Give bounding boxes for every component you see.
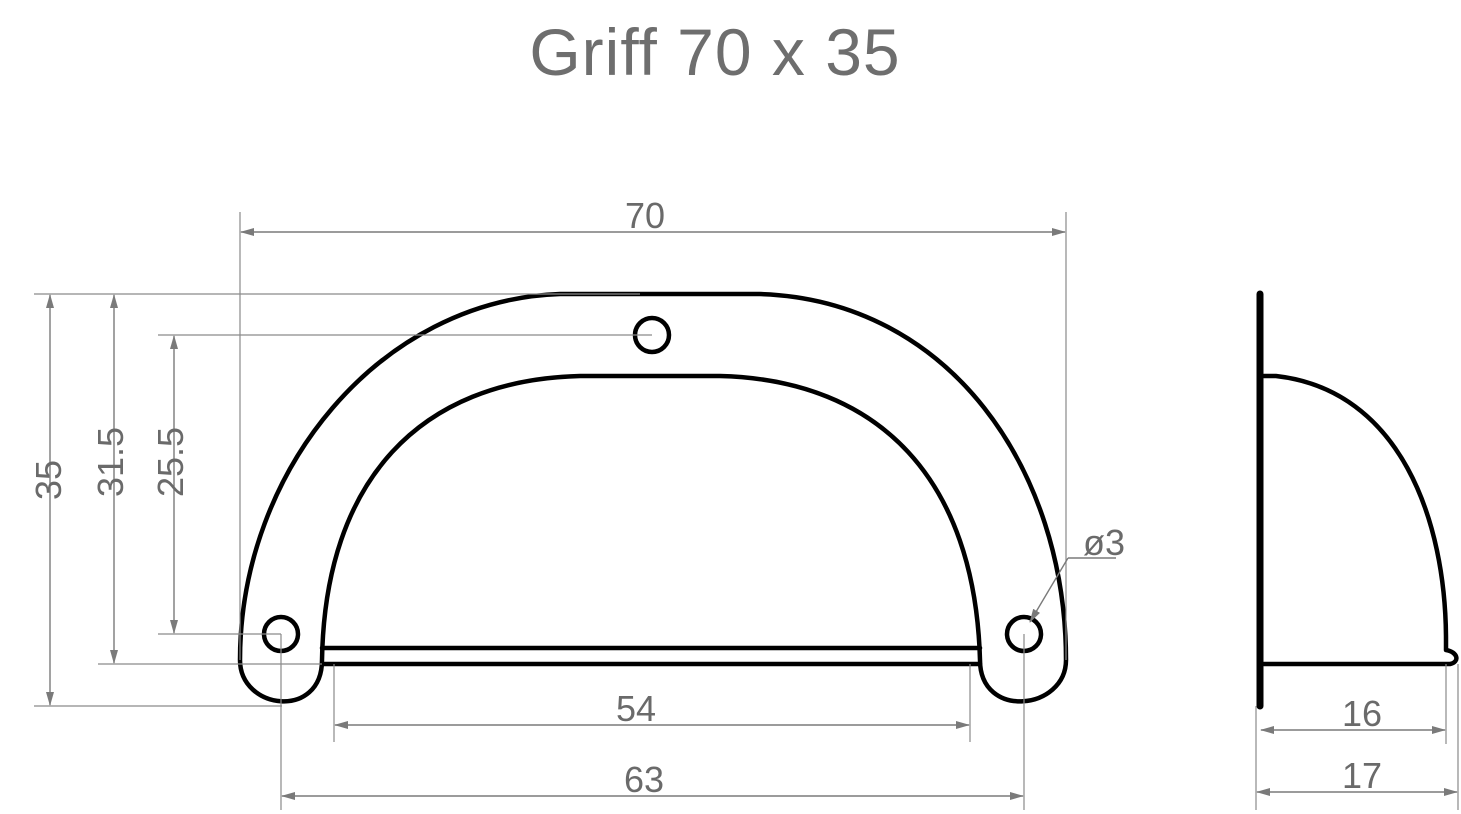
dimension-center-height: 25.5 xyxy=(150,334,652,635)
dim-label-70: 70 xyxy=(625,195,665,236)
drawing-title: Griff 70 x 35 xyxy=(529,15,901,89)
dimension-side-depth: 16 xyxy=(1260,664,1447,744)
dim-label-63: 63 xyxy=(624,759,664,800)
dimension-overall-width: 70 xyxy=(239,195,1067,660)
dim-label-54: 54 xyxy=(616,688,656,729)
dimension-hole-diameter: ø3 xyxy=(1029,522,1125,623)
dim-label-35: 35 xyxy=(28,460,69,500)
dim-label-diameter: ø3 xyxy=(1083,522,1125,563)
dimension-overall-height: 35 xyxy=(28,293,640,707)
handle-outer-contour xyxy=(237,291,1069,704)
handle-front-view xyxy=(237,291,1069,704)
dimension-inner-width: 54 xyxy=(333,664,971,742)
dim-label-17: 17 xyxy=(1342,755,1382,796)
dimension-hole-spacing: 63 xyxy=(280,634,1025,810)
handle-side-view xyxy=(1256,290,1459,710)
dim-label-25-5: 25.5 xyxy=(150,427,191,497)
dim-label-16: 16 xyxy=(1342,693,1382,734)
dimension-side-total-depth: 17 xyxy=(1255,664,1459,810)
dim-label-31-5: 31.5 xyxy=(90,427,131,497)
side-profile-contour xyxy=(1261,373,1459,667)
dimension-top-hole-height: 31.5 xyxy=(90,294,322,665)
